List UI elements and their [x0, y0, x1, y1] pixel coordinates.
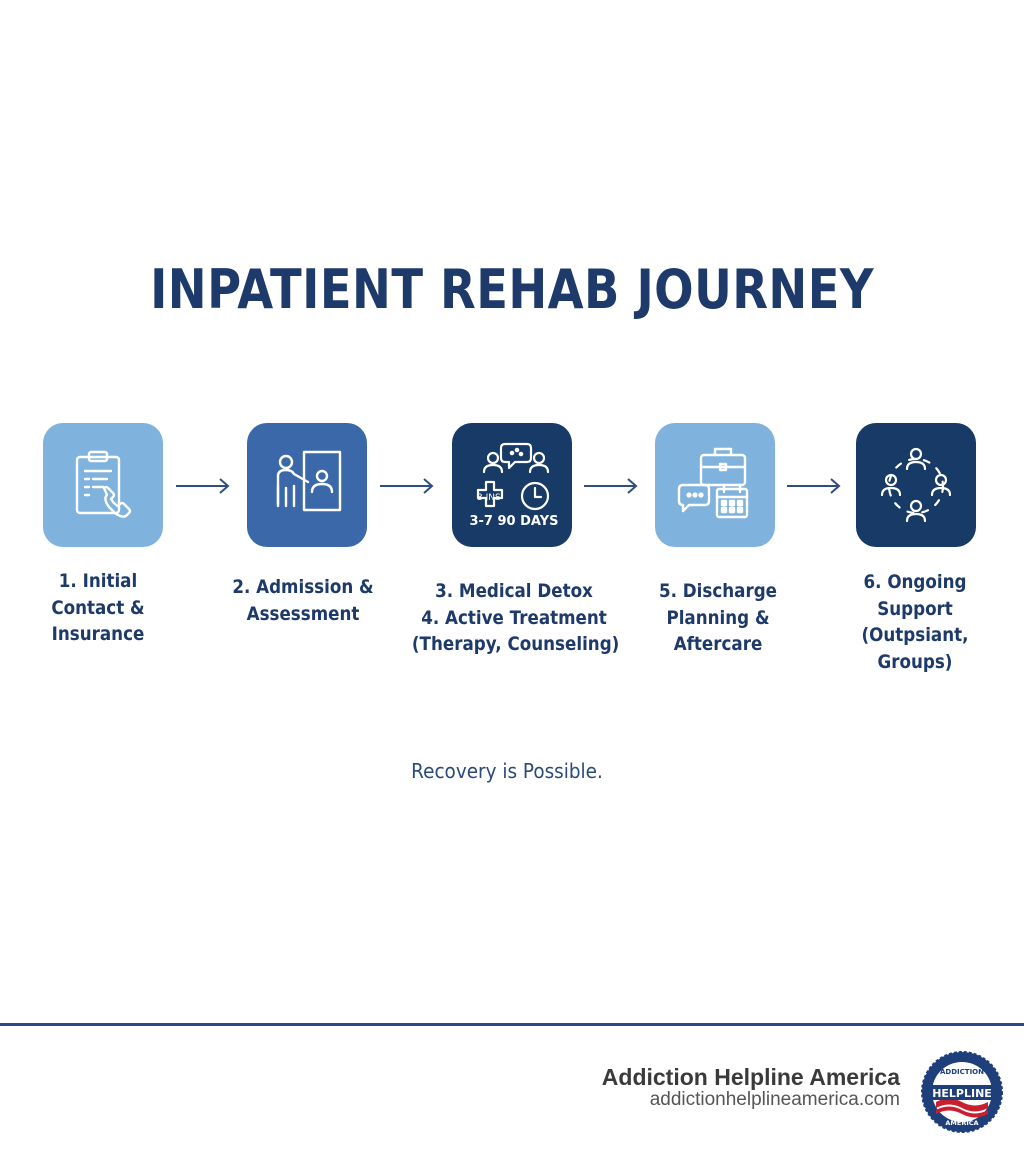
- step-3-tile: 3 INS 3-7 90 DAYS: [452, 423, 572, 547]
- label-line: 3. Medical Detox: [435, 580, 593, 602]
- step-5-tile: [655, 423, 775, 547]
- label-line: Groups): [877, 650, 953, 673]
- step-3-label: 3. Medical Detox 4. Active Treatment (Th…: [411, 578, 620, 658]
- step-1-tile: [43, 423, 163, 547]
- label-line: Assessment: [246, 602, 360, 625]
- tagline: Recovery is Possible.: [411, 759, 603, 783]
- arrow-icon: [380, 478, 434, 494]
- label-line: (Outpsiant,: [861, 624, 969, 646]
- arrow-icon: [584, 478, 638, 494]
- page-title: INPATIENT REHAB JOURNEY: [150, 258, 874, 321]
- step-6-label: 6. Ongoing Support (Outpsiant, Groups): [849, 569, 981, 675]
- label-line: Insurance: [51, 623, 145, 645]
- label-line: 2. Admission &: [232, 576, 374, 598]
- footer-divider: [0, 1023, 1024, 1026]
- brand-url[interactable]: addictionhelplineamerica.com: [649, 1089, 900, 1110]
- tile-small-text: 3 INS: [477, 493, 501, 503]
- logo-bottom-text: AMERICA: [945, 1119, 978, 1127]
- arrow-icon: [176, 478, 230, 494]
- brand-name[interactable]: Addiction Helpline America: [601, 1064, 900, 1090]
- tile-duration-text: 3-7 90 DAYS: [469, 514, 558, 529]
- label-line: Aftercare: [673, 633, 763, 655]
- label-line: Support: [877, 597, 953, 620]
- step-2-tile: [247, 423, 367, 547]
- step-5-label: 5. Discharge Planning & Aftercare: [649, 578, 786, 658]
- label-line: 6. Ongoing: [863, 571, 967, 593]
- step-6-tile: [856, 423, 976, 547]
- logo-top-text: ADDICTION: [940, 1068, 984, 1076]
- logo-main-text: HELPLINE: [932, 1087, 992, 1100]
- label-line: Contact &: [51, 596, 145, 619]
- label-line: 4. Active Treatment: [421, 606, 607, 629]
- arrow-icon: [787, 478, 841, 494]
- step-1-label: 1. Initial Contact & Insurance: [32, 568, 164, 648]
- label-line: 5. Discharge: [658, 580, 778, 602]
- label-line: 1. Initial: [58, 570, 138, 592]
- support-circle-icon: [880, 447, 952, 523]
- briefcase-chat-calendar-icon: [677, 447, 749, 519]
- step-2-label: 2. Admission & Assessment: [223, 574, 383, 627]
- label-line: Planning &: [666, 606, 770, 629]
- person-door-icon: [276, 450, 342, 512]
- label-line: (Therapy, Counseling): [411, 633, 620, 655]
- medical-group-clock-icon: 3 INS 3-7 90 DAYS: [469, 442, 559, 529]
- helpline-logo[interactable]: ADDICTION HELPLINE AMERICA: [920, 1050, 1004, 1134]
- clipboard-phone-icon: [75, 450, 132, 518]
